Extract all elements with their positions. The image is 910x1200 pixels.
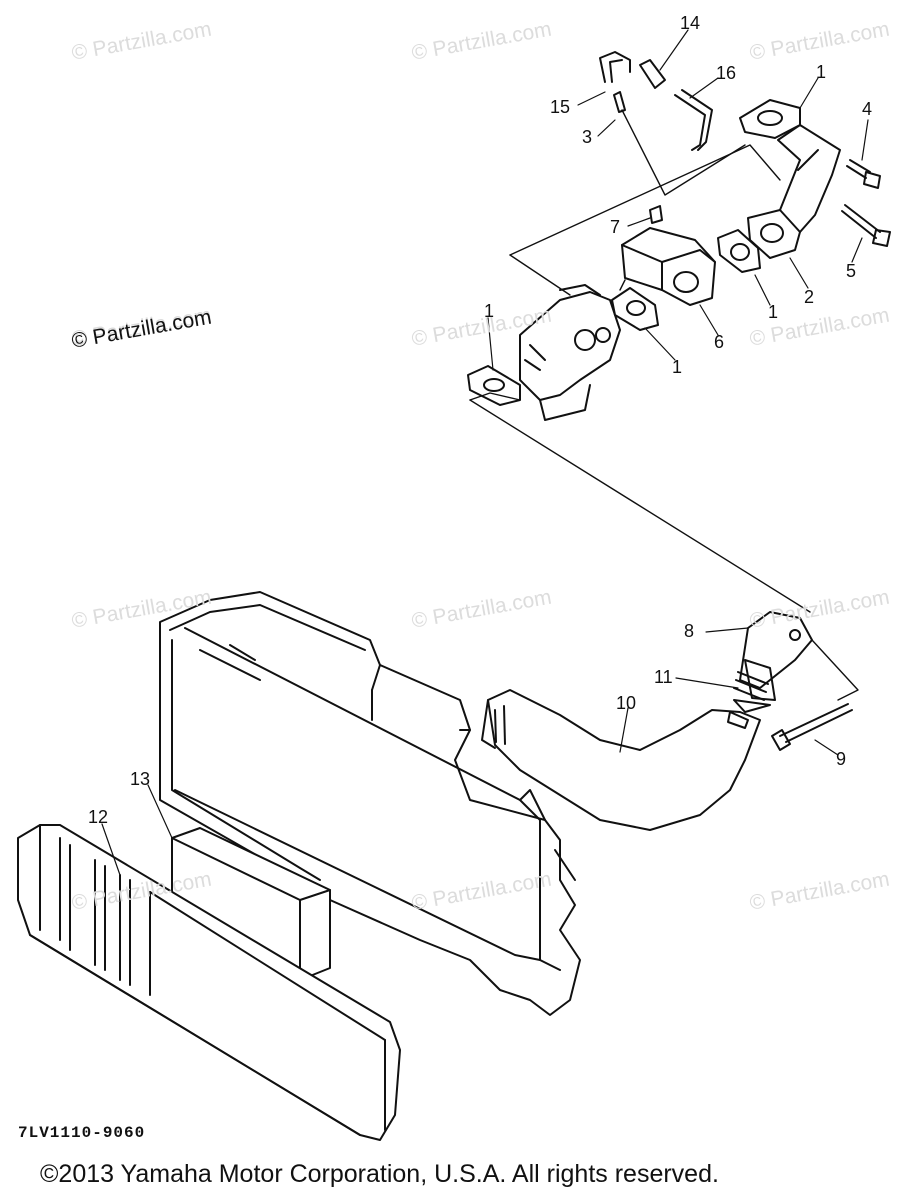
gasket-carb-spacer — [611, 287, 659, 331]
callout-1: 1 — [484, 301, 495, 321]
callout-1: 1 — [672, 357, 683, 377]
leader-lines — [101, 29, 869, 876]
callout-4: 4 — [862, 99, 873, 119]
callout-9: 9 — [836, 749, 847, 769]
bolt-7 — [649, 205, 663, 224]
callout-3: 3 — [582, 127, 593, 147]
callout-2: 2 — [804, 287, 815, 307]
callout-7: 7 — [610, 217, 621, 237]
copyright-notice: ©2013 Yamaha Motor Corporation, U.S.A. A… — [40, 1160, 719, 1188]
callout-10: 10 — [616, 693, 637, 713]
callout-15: 15 — [550, 97, 571, 117]
intake-joint — [733, 611, 813, 713]
callout-13: 13 — [130, 769, 151, 789]
callout-14: 14 — [680, 13, 701, 33]
carburetor — [519, 284, 621, 421]
callout-11: 11 — [654, 667, 673, 687]
callout-6: 6 — [714, 332, 725, 352]
spacer-block — [621, 227, 716, 306]
bolt-4 — [846, 159, 881, 189]
intake-manifold — [747, 124, 841, 259]
engine-housing — [159, 591, 581, 1016]
callout-1: 1 — [768, 302, 779, 322]
assembly-lines — [469, 109, 859, 701]
bolt-5 — [841, 204, 891, 247]
air-box-cover — [17, 824, 401, 1141]
bolt-9 — [771, 703, 853, 751]
callout-8: 8 — [684, 621, 695, 641]
breather-hoses — [599, 51, 713, 151]
gasket-top — [739, 99, 801, 139]
callout-5: 5 — [846, 261, 857, 281]
gasket-left — [467, 365, 521, 406]
callout-1: 1 — [816, 62, 827, 82]
callout-12: 12 — [88, 807, 109, 827]
diagram-code: 7LV1110-9060 — [18, 1124, 146, 1142]
intake-hose — [481, 689, 761, 831]
callout-16: 16 — [716, 63, 737, 83]
